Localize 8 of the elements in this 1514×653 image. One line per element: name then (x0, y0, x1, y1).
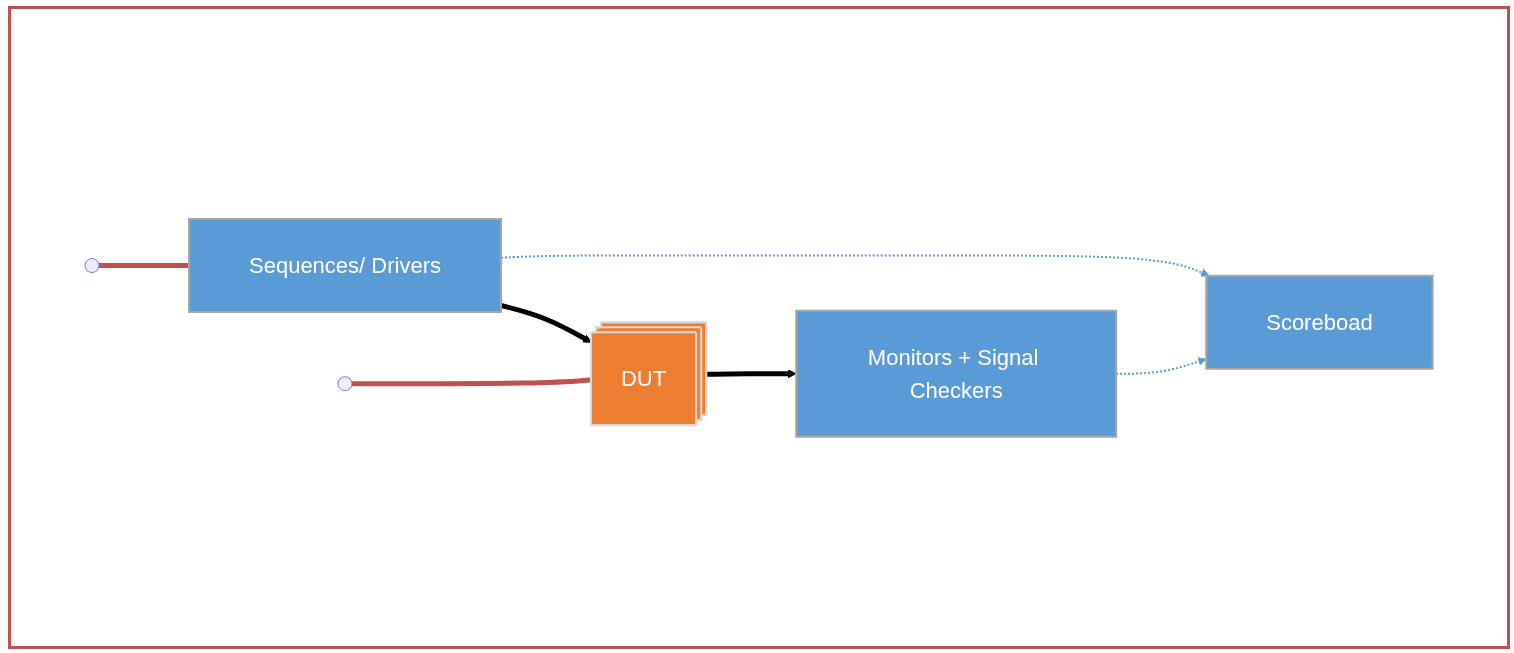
arrow (706, 369, 797, 378)
node-box (188, 217, 503, 313)
connector (99, 262, 190, 268)
node-box (1205, 274, 1434, 370)
node-box (795, 309, 1118, 438)
frame-border: Scoreboad Sequences/ Drivers DUT Monitors + Signal Checkers (8, 6, 1510, 649)
connector (352, 377, 592, 386)
arrow (500, 302, 593, 343)
